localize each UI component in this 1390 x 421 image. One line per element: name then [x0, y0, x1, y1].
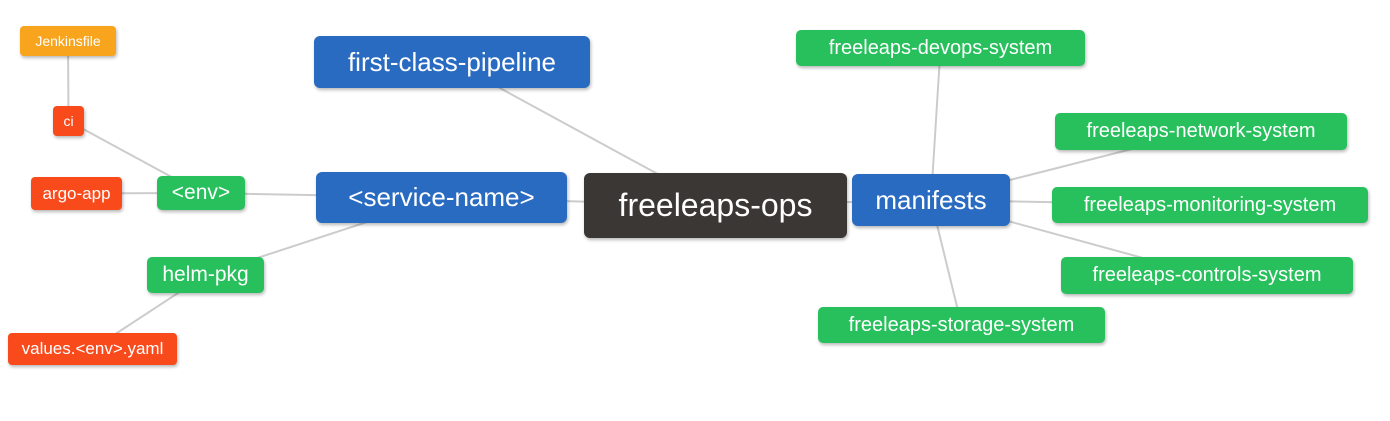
node-first-class-pipeline[interactable]: first-class-pipeline — [314, 36, 590, 88]
node-service-name[interactable]: <service-name> — [316, 172, 567, 223]
node-freeleaps-network-system[interactable]: freeleaps-network-system — [1055, 113, 1347, 150]
node-env[interactable]: <env> — [157, 176, 245, 210]
node-helm-pkg[interactable]: helm-pkg — [147, 257, 264, 293]
node-freeleaps-monitoring-system[interactable]: freeleaps-monitoring-system — [1052, 187, 1368, 223]
node-manifests[interactable]: manifests — [852, 174, 1010, 226]
node-freeleaps-controls-system[interactable]: freeleaps-controls-system — [1061, 257, 1353, 294]
node-freeleaps-storage-system[interactable]: freeleaps-storage-system — [818, 307, 1105, 343]
node-argo-app[interactable]: argo-app — [31, 177, 122, 210]
node-values-env-yaml[interactable]: values.<env>.yaml — [8, 333, 177, 365]
node-jenkinsfile[interactable]: Jenkinsfile — [20, 26, 116, 56]
node-freeleaps-devops-system[interactable]: freeleaps-devops-system — [796, 30, 1085, 66]
node-freeleaps-ops-root[interactable]: freeleaps-ops — [584, 173, 847, 238]
node-ci[interactable]: ci — [53, 106, 84, 136]
